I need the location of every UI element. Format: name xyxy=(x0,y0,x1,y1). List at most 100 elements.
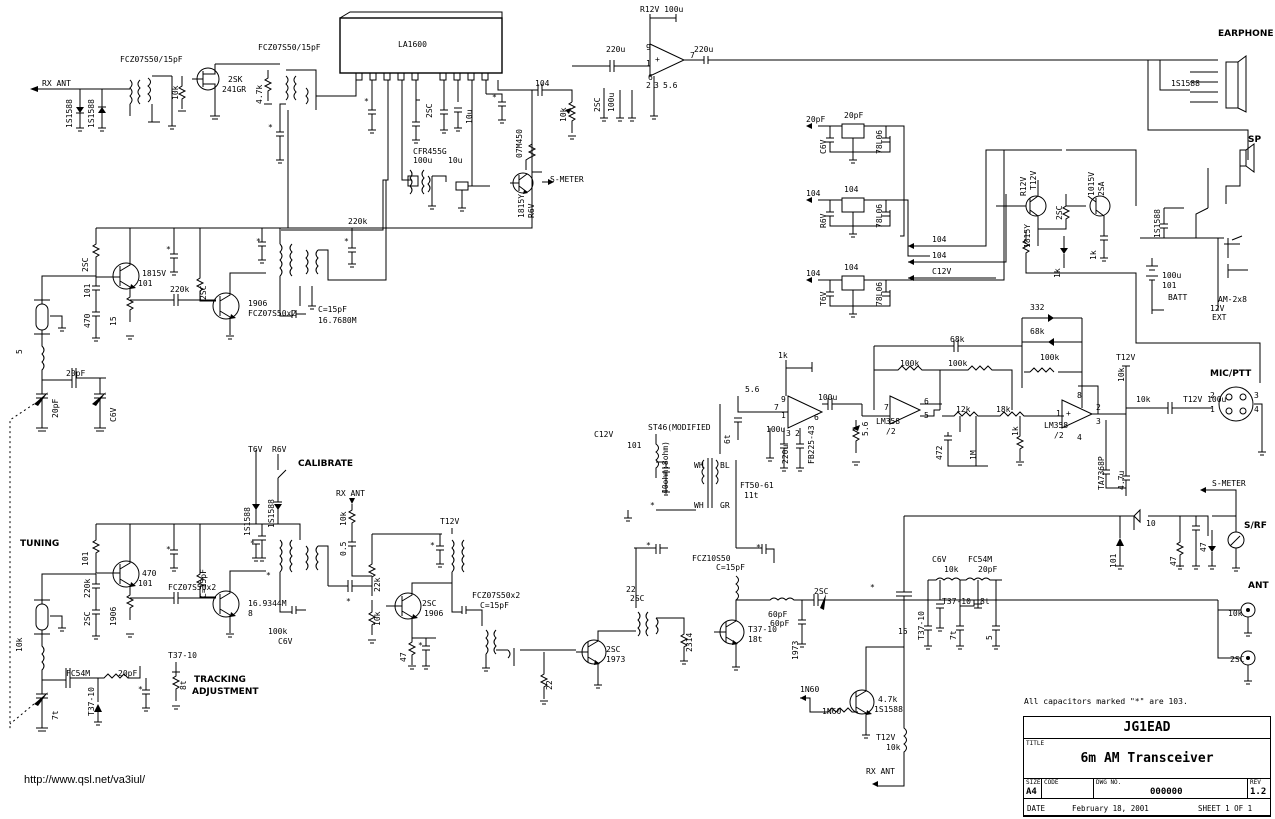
r47-a: 47 xyxy=(399,652,408,662)
size-row: SIZE A4 CODE DWG NO. 000000 REV 1.2 xyxy=(1024,779,1270,799)
c20pf-b: C6V xyxy=(109,407,118,422)
svg-text:*: * xyxy=(138,685,143,694)
c8-label: FC54M xyxy=(66,669,90,678)
regulators: 20pF 20pF C6V 78L06 104 104 R6V 78L06 10… xyxy=(806,111,1062,318)
u78l06-b: 104 xyxy=(844,185,859,194)
earphone-label: EARPHONE xyxy=(1218,29,1274,39)
svg-text:*: * xyxy=(346,597,351,606)
title-caption: TITLE xyxy=(1026,740,1045,747)
title-row: TITLE 6m AM Transceiver xyxy=(1024,739,1270,779)
earphone-speaker: EARPHONE 1S1588 SP xyxy=(1147,29,1274,204)
c5-a: 20pF xyxy=(66,369,85,378)
r100k-a: 07M450 xyxy=(515,129,524,158)
c100u-d: 220u xyxy=(781,445,790,464)
date-caption: DATE xyxy=(1027,804,1046,813)
c60pf-a: 2SC xyxy=(814,587,829,596)
source-url: http://www.qsl.net/va3iul/ xyxy=(24,774,146,786)
r1k-b: 1815Y xyxy=(1023,224,1032,248)
svg-text:7: 7 xyxy=(774,403,779,412)
sp-label: SP xyxy=(1248,135,1261,145)
r22-a: 2314 xyxy=(685,633,694,652)
c101-h: 7t xyxy=(949,630,958,640)
d1s1588-d: 332 xyxy=(1030,303,1045,312)
t3710-b: C6V xyxy=(932,555,947,564)
mic-ptt-label: MIC/PTT xyxy=(1210,369,1252,379)
power-input: 1S1588 100u 101 BATT AM-2x8 12V EXT xyxy=(1140,168,1248,322)
svg-text:*: * xyxy=(756,543,761,552)
d1n60-a: 10 xyxy=(1146,519,1156,528)
svg-text:*: * xyxy=(364,97,369,106)
c2sc1906-cb: 1906 xyxy=(424,609,443,618)
r6v-label: 104 xyxy=(806,189,821,198)
d1s1588-g: 1S1588 xyxy=(267,499,276,528)
c220u-a: 220u xyxy=(694,45,713,54)
c101-g: FCZ07S50x2 xyxy=(168,583,216,592)
c20pf-a: 20pF xyxy=(51,399,60,418)
svg-text:1: 1 xyxy=(1210,405,1215,414)
detector-section: 104 10k 07M450 S-METER 1815Y R6V xyxy=(508,79,584,218)
t6v-label: 104 xyxy=(806,269,821,278)
fcz-x2-c: FCZ07S50x2 xyxy=(472,591,520,600)
c101-f: 2SC xyxy=(83,611,92,626)
ext-a: AM-2x8 xyxy=(1218,295,1247,304)
c47-a: 5 xyxy=(985,635,994,640)
t12v-label: C12V xyxy=(932,267,951,276)
v56-b: 100u xyxy=(766,425,785,434)
size-caption: SIZE xyxy=(1026,779,1041,786)
svg-text:7: 7 xyxy=(884,403,889,412)
la1600-wiring: * 2SC 10u * xyxy=(281,80,533,231)
c104-a: 104 xyxy=(535,79,550,88)
t3710-ab: 60pF xyxy=(770,619,789,628)
c6v-b: T37-10 xyxy=(168,651,197,660)
s-meter-right: S-METER xyxy=(1212,479,1246,488)
svg-text:*: * xyxy=(492,93,497,102)
dwg-number: 000000 xyxy=(1150,787,1183,797)
svg-text:3: 3 xyxy=(786,429,791,438)
st46: FT50-61 xyxy=(740,481,774,490)
date-value: February 18, 2001 xyxy=(1072,804,1149,813)
fet-label-b: 241GR xyxy=(222,85,246,94)
s-rf-label: S/RF xyxy=(1244,521,1267,531)
t12v-d: T12V xyxy=(440,517,459,526)
r68k-b: 100k xyxy=(948,359,967,368)
sheet-value: SHEET 1 OF 1 xyxy=(1198,804,1253,813)
c104-c: 78L06 xyxy=(875,130,884,154)
r1k-d: 10k xyxy=(1136,395,1151,404)
r1k-a: 2SC xyxy=(1055,205,1064,220)
c100u-c: 1k xyxy=(1089,250,1098,260)
xtal-a: 5 xyxy=(15,349,24,354)
size-value: A4 xyxy=(1026,787,1037,797)
fc54m: T37-10 xyxy=(87,687,96,716)
r68k-a: 100k xyxy=(900,359,919,368)
r100k-b: 100k xyxy=(1040,353,1059,362)
lm358-b: LM358 xyxy=(1044,421,1068,430)
c2sc1973b: 1973 xyxy=(606,655,625,664)
svg-text:+: + xyxy=(1066,409,1071,418)
crystal-1: 5 20pF 20pF C6V xyxy=(9,296,118,730)
d2-label: 1S1588 xyxy=(87,99,96,128)
d1s1588-h: 47 xyxy=(1199,542,1208,552)
d1s1588-e: 68k xyxy=(1030,327,1045,336)
tracking-label: TRACKING xyxy=(194,675,246,685)
mod-transformer: C12V 101 ST46(MODIFIED 40ohm:8ohm) WH BL… xyxy=(594,404,774,548)
c101-a: 101 xyxy=(83,283,92,298)
svg-text:BL: BL xyxy=(720,461,730,470)
c100u-b-label: 10u xyxy=(465,109,474,124)
t3710-db: 10k xyxy=(886,743,901,752)
c1815-sm-a: 1815Y xyxy=(517,194,526,218)
svg-text:*: * xyxy=(344,237,349,246)
c10u-b: TA7368P xyxy=(1097,456,1106,490)
svg-text:1: 1 xyxy=(781,411,786,420)
pa-section: FCZ10S50 C=15pF * 22 2SC * 2314 T37-10 1… xyxy=(507,541,777,705)
svg-text:9: 9 xyxy=(646,43,651,52)
d1s1588-f: 1S1588 xyxy=(243,507,252,536)
st46b: 11t xyxy=(744,491,759,500)
t3710-d: T12V xyxy=(876,733,895,742)
company-name: JG1EAD xyxy=(1024,717,1270,739)
r100k-c: 20pF xyxy=(118,669,137,678)
ta7368-mod: 1k 5.6 9 1 7 3 2 6 100u 100u 6t 220u FB2… xyxy=(723,351,862,472)
fb225: C12V xyxy=(594,430,613,439)
c2sc2314b: 18t xyxy=(748,635,763,644)
svg-text:*: * xyxy=(166,545,171,554)
calibrate-label: CALIBRATE xyxy=(298,459,353,469)
